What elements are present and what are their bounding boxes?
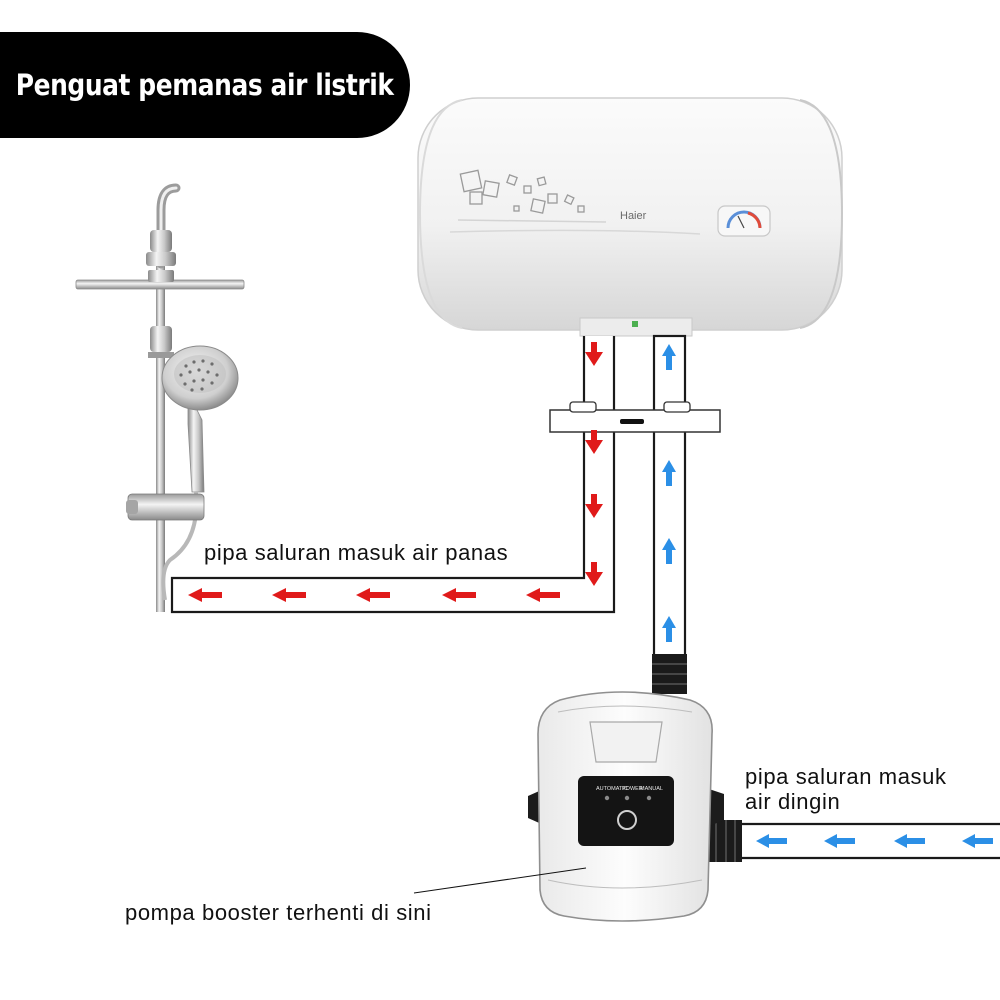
cold-arrow <box>662 344 676 370</box>
hot-inlet-pipe-label: pipa saluran masuk air panas <box>204 540 509 565</box>
hot-arrow <box>272 588 306 602</box>
pump-mode-manual-label: MANUAL <box>640 786 663 792</box>
cold-flow-arrows-left <box>756 834 993 848</box>
water-heater: Haier <box>417 97 844 337</box>
hot-arrow <box>585 430 603 454</box>
heater-brand-label: Haier <box>620 210 647 222</box>
cold-arrow <box>824 834 855 848</box>
hot-arrow <box>356 588 390 602</box>
hot-arrow <box>442 588 476 602</box>
cold-arrow <box>894 834 925 848</box>
title-banner: Penguat pemanas air listrik <box>0 32 410 138</box>
cold-water-pipe-vertical <box>652 334 687 658</box>
diagram-title: Penguat pemanas air listrik <box>16 68 394 102</box>
pump-mode-button[interactable] <box>617 810 637 830</box>
cold-arrow <box>662 538 676 564</box>
hot-water-pipe <box>170 336 616 614</box>
hot-arrow <box>585 494 603 518</box>
heater-trim-curve <box>449 229 701 235</box>
pump-outlet-fitting <box>652 654 687 694</box>
heater-decor-squares <box>459 169 585 214</box>
heater-right-cap <box>799 99 844 329</box>
cold-inlet-label-line-2: air dingin <box>745 789 841 814</box>
heater-temperature-gauge <box>717 205 771 237</box>
shower-set <box>75 183 245 612</box>
pump-note-pointer <box>413 867 587 894</box>
booster-pump: AUTOMATIC POWER MANUAL <box>528 691 724 922</box>
shower-rail <box>156 262 165 612</box>
cold-inlet-pipe-label: pipa saluran masuk air dingin <box>745 764 947 814</box>
hand-shower <box>161 345 239 493</box>
hot-arrow <box>188 588 222 602</box>
pump-mode-power-label: POWER <box>622 786 643 792</box>
pump-inlet-fitting <box>706 820 742 862</box>
hot-arrow <box>585 342 603 366</box>
hot-flow-arrows-down <box>585 342 603 586</box>
pump-led-manual <box>646 795 652 801</box>
cold-flow-arrows-up <box>662 344 676 642</box>
cold-inlet-label-line-1: pipa saluran masuk <box>745 764 947 789</box>
pump-led-automatic <box>604 795 610 801</box>
heater-left-cap <box>418 99 463 329</box>
cold-arrow <box>662 616 676 642</box>
cold-arrow <box>662 460 676 486</box>
pump-led-power <box>624 795 630 801</box>
hot-flow-arrows-left <box>188 588 560 602</box>
pump-location-label: pompa booster terhenti di sini <box>125 900 432 925</box>
pipe-mounting-bracket <box>549 401 721 433</box>
shower-holder-clamp <box>127 493 205 521</box>
pump-top-recess <box>589 721 663 763</box>
cold-arrow <box>962 834 993 848</box>
heater-indicator-light <box>632 321 638 327</box>
hand-shower-nozzles <box>179 359 219 392</box>
pump-mode-automatic-label: AUTOMATIC <box>596 786 628 792</box>
cold-arrow <box>756 834 787 848</box>
hot-arrow <box>585 562 603 586</box>
hot-arrow <box>526 588 560 602</box>
heater-trim-line <box>457 219 607 223</box>
